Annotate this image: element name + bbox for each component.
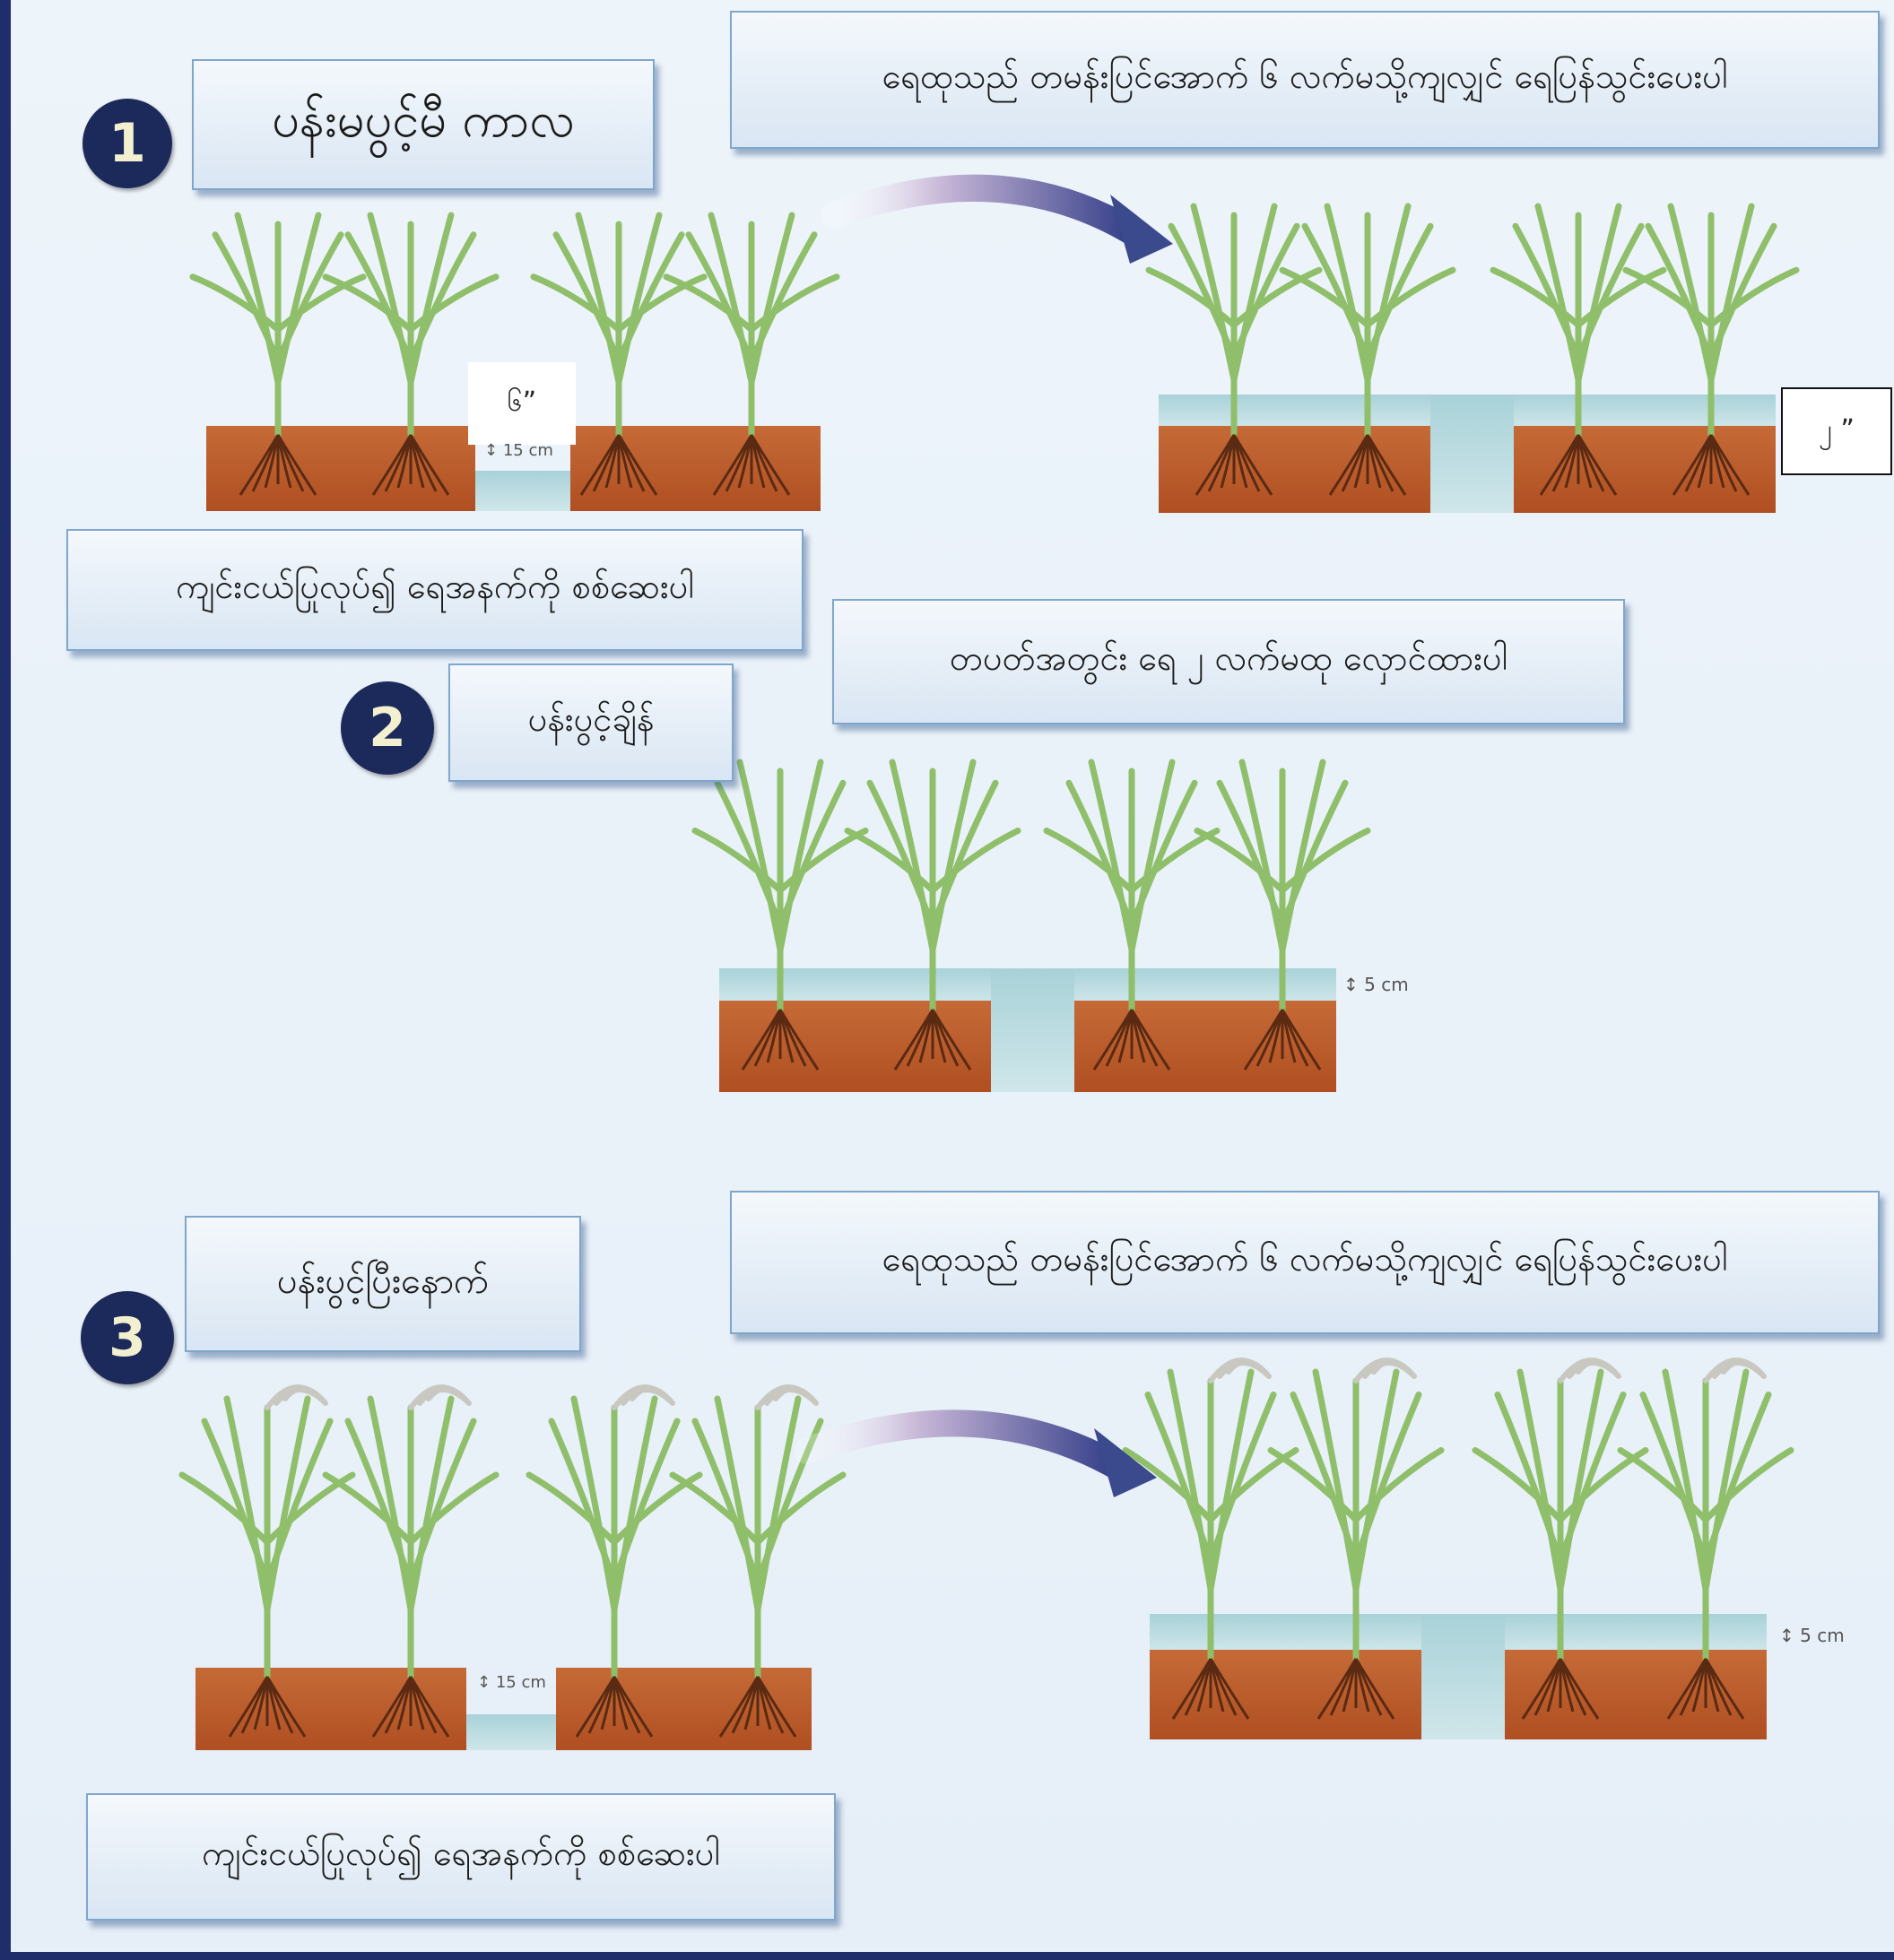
stage1-left-field-furrow-water — [475, 471, 570, 511]
stage1-instruction-right: ရေထုသည် တမန်းပြင်အောက် ၆ လက်မသို့ကျလျှင်… — [882, 56, 1728, 96]
stage1-depth-tag-text: ၆” — [507, 386, 537, 418]
stage3-left-field-soil-right — [556, 1668, 812, 1750]
frame-bottom-border — [0, 1952, 1894, 1960]
stage3-left-field-plant-4 — [669, 1384, 847, 1738]
stage1-water-tag-text: ၂ ” — [1819, 413, 1855, 446]
stage3-transition-arrow — [794, 1409, 1134, 1482]
stage1-left-field-plant-4 — [663, 212, 840, 496]
stage1-left-field-plant-2 — [322, 212, 500, 496]
stage3-right-field-plant-3 — [1472, 1357, 1649, 1720]
stage1-instruction-right-box: ရေထုသည် တမန်းပြင်အောက် ၆ လက်မသို့ကျလျှင်… — [730, 11, 1880, 149]
stage1-right-field-plant-4 — [1622, 203, 1800, 496]
stage2-field-soil-right — [1074, 1001, 1336, 1092]
stage3-left-field-plant-2 — [322, 1384, 500, 1738]
stage3-number: 3 — [109, 1306, 146, 1369]
stage1-instruction-below-box: ကျင်းငယ်ပြုလုပ်၍ ရေအနက်ကို စစ်ဆေးပါ — [66, 529, 804, 651]
stage2-field-plant-2 — [844, 759, 1021, 1071]
stage1-right-field-plant-1 — [1145, 203, 1323, 496]
stage3-instruction-right-box: ရေထုသည် တမန်းပြင်အောက် ၆ လက်မသို့ကျလျှင်… — [730, 1191, 1880, 1334]
stage1-title-box: ပန်းမပွင့်မီ ကာလ — [192, 59, 655, 190]
stage1-depth-tag: ၆” — [468, 362, 576, 445]
stage3-instruction-below-box: ကျင်းငယ်ပြုလုပ်၍ ရေအနက်ကို စစ်ဆေးပါ — [86, 1793, 836, 1921]
stage3-right-field-soil-left — [1150, 1650, 1421, 1739]
stage3-title-box: ပန်းပွင့်ပြီးနောက် — [185, 1216, 581, 1352]
stage1-transition-arrow — [821, 174, 1151, 248]
stage2-title: ပန်းပွင့်ချိန် — [527, 699, 655, 739]
stage3-instruction-right: ရေထုသည် တမန်းပြင်အောက် ၆ လက်မသို့ကျလျှင်… — [882, 1239, 1728, 1279]
stage3-transition-arrow-head — [1094, 1428, 1157, 1497]
stage2-water-measure-text: 5 cm — [1364, 974, 1409, 995]
stage3-right-field-furrow-water — [1421, 1614, 1505, 1739]
stage2-field-plant-4 — [1194, 759, 1371, 1071]
stage1-transition-arrow-head — [1110, 195, 1173, 264]
stage2-field-soil-left — [719, 1001, 991, 1092]
stage3-right-field-soil-right — [1505, 1650, 1767, 1739]
stage1-depth-measure-text: 15 cm — [502, 441, 553, 460]
stage3-left-field-furrow-water — [466, 1714, 556, 1750]
stage2-field-plant-1 — [691, 759, 869, 1071]
stage3-title: ပန်းပွင့်ပြီးနောက် — [276, 1260, 490, 1302]
stage1-title: ပန်းမပွင့်မီ ကာလ — [272, 91, 575, 148]
stage3-right-field-plant-4 — [1617, 1357, 1794, 1720]
stage1-right-field-plant-2 — [1279, 203, 1456, 496]
stage3-left-field-soil-left — [195, 1668, 466, 1750]
stage1-right-field-soil-right — [1514, 426, 1776, 513]
stage3-water-measure: ↕ 5 cm — [1779, 1625, 1845, 1646]
stage1-left-field-soil-right — [570, 426, 821, 511]
stage3-water-measure-text: 5 cm — [1800, 1625, 1845, 1646]
stage2-instruction: တပတ်အတွင်း ရေ ၂ လက်မထု လှောင်ထားပါ — [949, 638, 1508, 678]
stage3-left-field-plant-3 — [526, 1384, 703, 1738]
stage3-instruction-below: ကျင်းငယ်ပြုလုပ်၍ ရေအနက်ကို စစ်ဆေးပါ — [202, 1834, 720, 1873]
stage1-instruction-below: ကျင်းငယ်ပြုလုပ်၍ ရေအနက်ကို စစ်ဆေးပါ — [176, 567, 694, 606]
stage1-right-field-plant-3 — [1490, 203, 1667, 496]
stage2-water-measure: ↕ 5 cm — [1343, 974, 1409, 995]
stage1-depth-measure: ↕ 15 cm — [484, 441, 553, 460]
stage1-left-field-plant-1 — [189, 212, 367, 496]
stage3-right-field-plant-1 — [1122, 1357, 1299, 1720]
stage3-depth-measure-text: 15 cm — [495, 1673, 546, 1692]
stage2-number-badge: 2 — [341, 681, 434, 775]
stage3-depth-measure: ↕ 15 cm — [477, 1673, 546, 1692]
stage1-water-tag: ၂ ” — [1781, 387, 1892, 475]
stage1-left-field-soil-left — [206, 426, 475, 511]
stage1-number: 1 — [109, 112, 146, 175]
stage2-instruction-box: တပတ်အတွင်း ရေ ၂ လက်မထု လှောင်ထားပါ — [832, 599, 1625, 724]
stage3-right-field-plant-2 — [1267, 1357, 1445, 1720]
stage3-left-field-plant-1 — [178, 1384, 356, 1738]
stage1-right-field-soil-left — [1159, 426, 1430, 513]
stage2-number: 2 — [369, 697, 406, 759]
stage2-title-box: ပန်းပွင့်ချိန် — [448, 663, 734, 782]
stage3-number-badge: 3 — [81, 1291, 174, 1384]
stage1-number-badge: 1 — [83, 99, 172, 188]
stage1-left-field-plant-3 — [530, 212, 708, 496]
stage1-right-field-furrow-water — [1430, 395, 1514, 513]
frame-left-border — [0, 0, 11, 1960]
stage2-field-plant-3 — [1043, 759, 1221, 1071]
stage2-field-furrow-water — [991, 968, 1074, 1092]
